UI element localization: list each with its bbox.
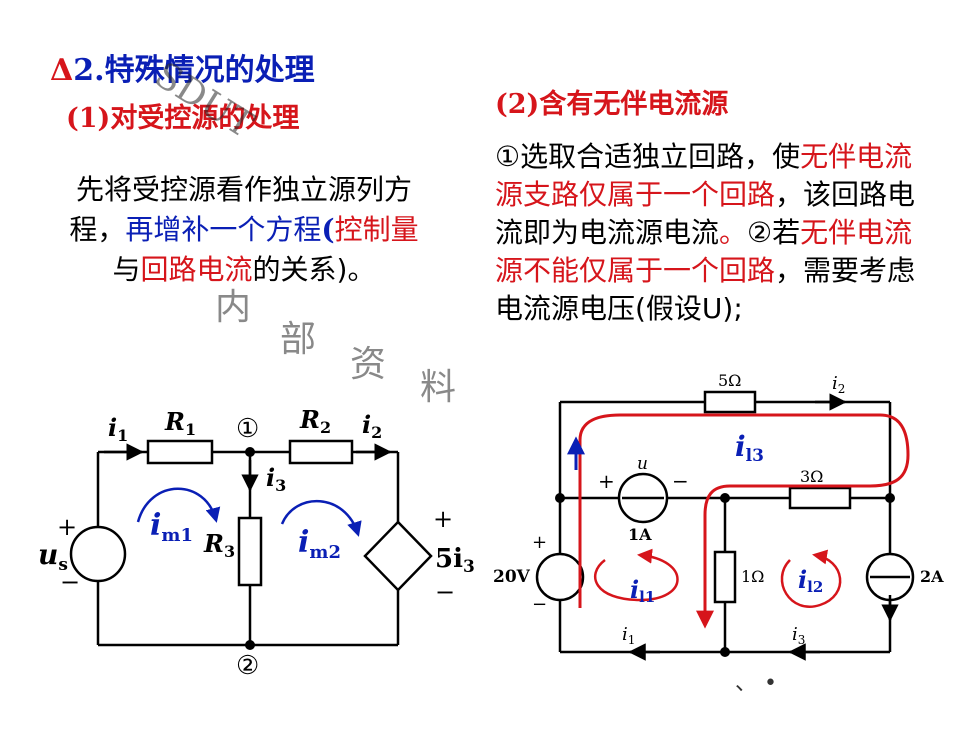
resistor-r1 [146,439,214,465]
loop-current-il3-path [578,413,910,629]
mesh-arrow-im2 [280,500,362,537]
mesh-arrow-im1 [136,487,221,523]
left-text-5: 与 [112,253,141,286]
label-20v: 20V [493,567,531,587]
right-text-2: 无伴电流源支路仅属于一个回路 [495,140,913,211]
label-r3: R3 [203,529,235,561]
label-i1: i1 [108,413,128,445]
right-text-1: ①选取合适独立回路，使 [495,140,801,173]
label-2a: 2A [920,567,944,586]
watermark-char-2: 部 [280,319,317,360]
resistor-r2 [288,439,354,465]
left-text-3: ( [321,213,335,246]
slide-title: Δ2.特殊情况的处理 [50,45,315,89]
watermark-char-3: 资 [350,344,387,385]
label-il3: il3 [735,430,764,466]
label-u: u [637,454,648,474]
label-us-minus: − [60,568,80,596]
label-1ohm: 1Ω [741,567,764,586]
node-dot-2 [245,640,255,650]
right-text-5: ②若 [747,216,801,249]
title-text: 2.特殊情况的处理 [73,53,315,88]
resistor-r3 [237,516,263,587]
label-20v-plus: + [532,532,547,553]
r-node-dot-c [885,493,895,503]
loop-current-il1 [593,548,679,602]
label-5ohm: 5Ω [718,371,741,390]
loop-current-il2 [780,549,842,608]
r-label-i1: i1 [622,624,635,647]
stray-marks: 、 • [735,671,777,696]
label-node-1: ① [236,414,259,444]
right-text-4: 。 [719,216,748,249]
right-text-3: ，该回路电流即为电流源电流 [495,178,916,249]
r-node-dot-b [720,493,730,503]
label-r1: R1 [164,407,196,439]
r-node-dot-d [720,647,730,657]
voltage-source-us [69,525,127,583]
label-node-2: ② [236,651,259,681]
left-text-2: 再增补一个方程 [125,213,322,246]
resistor-5ohm [703,390,757,414]
label-u-plus: + [598,469,615,493]
label-i2: i2 [362,410,382,442]
right-text-6: 无伴电流源不能仅属于一个回路 [495,216,913,287]
r-label-i3: i3 [792,624,805,647]
left-text-7: 的关系)。 [252,253,376,286]
label-dep-source: 5i3 [435,544,475,577]
left-paragraph: 先将受控源看作独立源列方程，再增补一个方程(控制量与回路电流的关系)。 [58,170,430,290]
label-dep-plus: + [433,505,453,533]
label-im1: im1 [150,508,193,546]
resistor-1ohm [713,550,737,604]
r-label-i2: i2 [832,373,845,396]
right-paragraph: ①选取合适独立回路，使无伴电流源支路仅属于一个回路，该回路电流即为电流源电流。②… [495,138,925,328]
subtitle-controlled-source: (1)对受控源的处理 [66,103,300,134]
label-us-plus: + [57,513,77,541]
label-r2: R2 [299,405,331,437]
label-1a: 1A [628,525,652,544]
label-il2: il2 [798,565,823,596]
watermark-char-4: 料 [420,367,457,408]
label-il1: il1 [630,575,655,606]
left-text-6: 回路电流 [140,253,253,286]
label-3ohm: 3Ω [800,467,823,486]
label-20v-minus: − [532,594,547,615]
left-text-1: 先将受控源看作独立源列方程， [69,173,412,246]
label-u-minus: − [672,469,689,493]
label-us: us [38,538,68,575]
subtitle-current-source: (2)含有无伴电流源 [495,89,729,120]
voltage-source-20v [535,552,585,602]
label-i3: i3 [266,463,286,495]
title-delta: Δ [50,53,74,88]
label-dep-minus: − [435,578,455,606]
resistor-3ohm [788,486,852,510]
dependent-source [363,520,433,592]
left-text-4: 控制量 [334,213,419,246]
r-node-dot-a [555,493,565,503]
right-text-7: ，需要考虑电流源电压(假设U); [495,254,916,325]
node-dot-1 [245,447,255,457]
watermark-char-1: 内 [215,287,252,328]
label-im2: im2 [298,525,341,563]
